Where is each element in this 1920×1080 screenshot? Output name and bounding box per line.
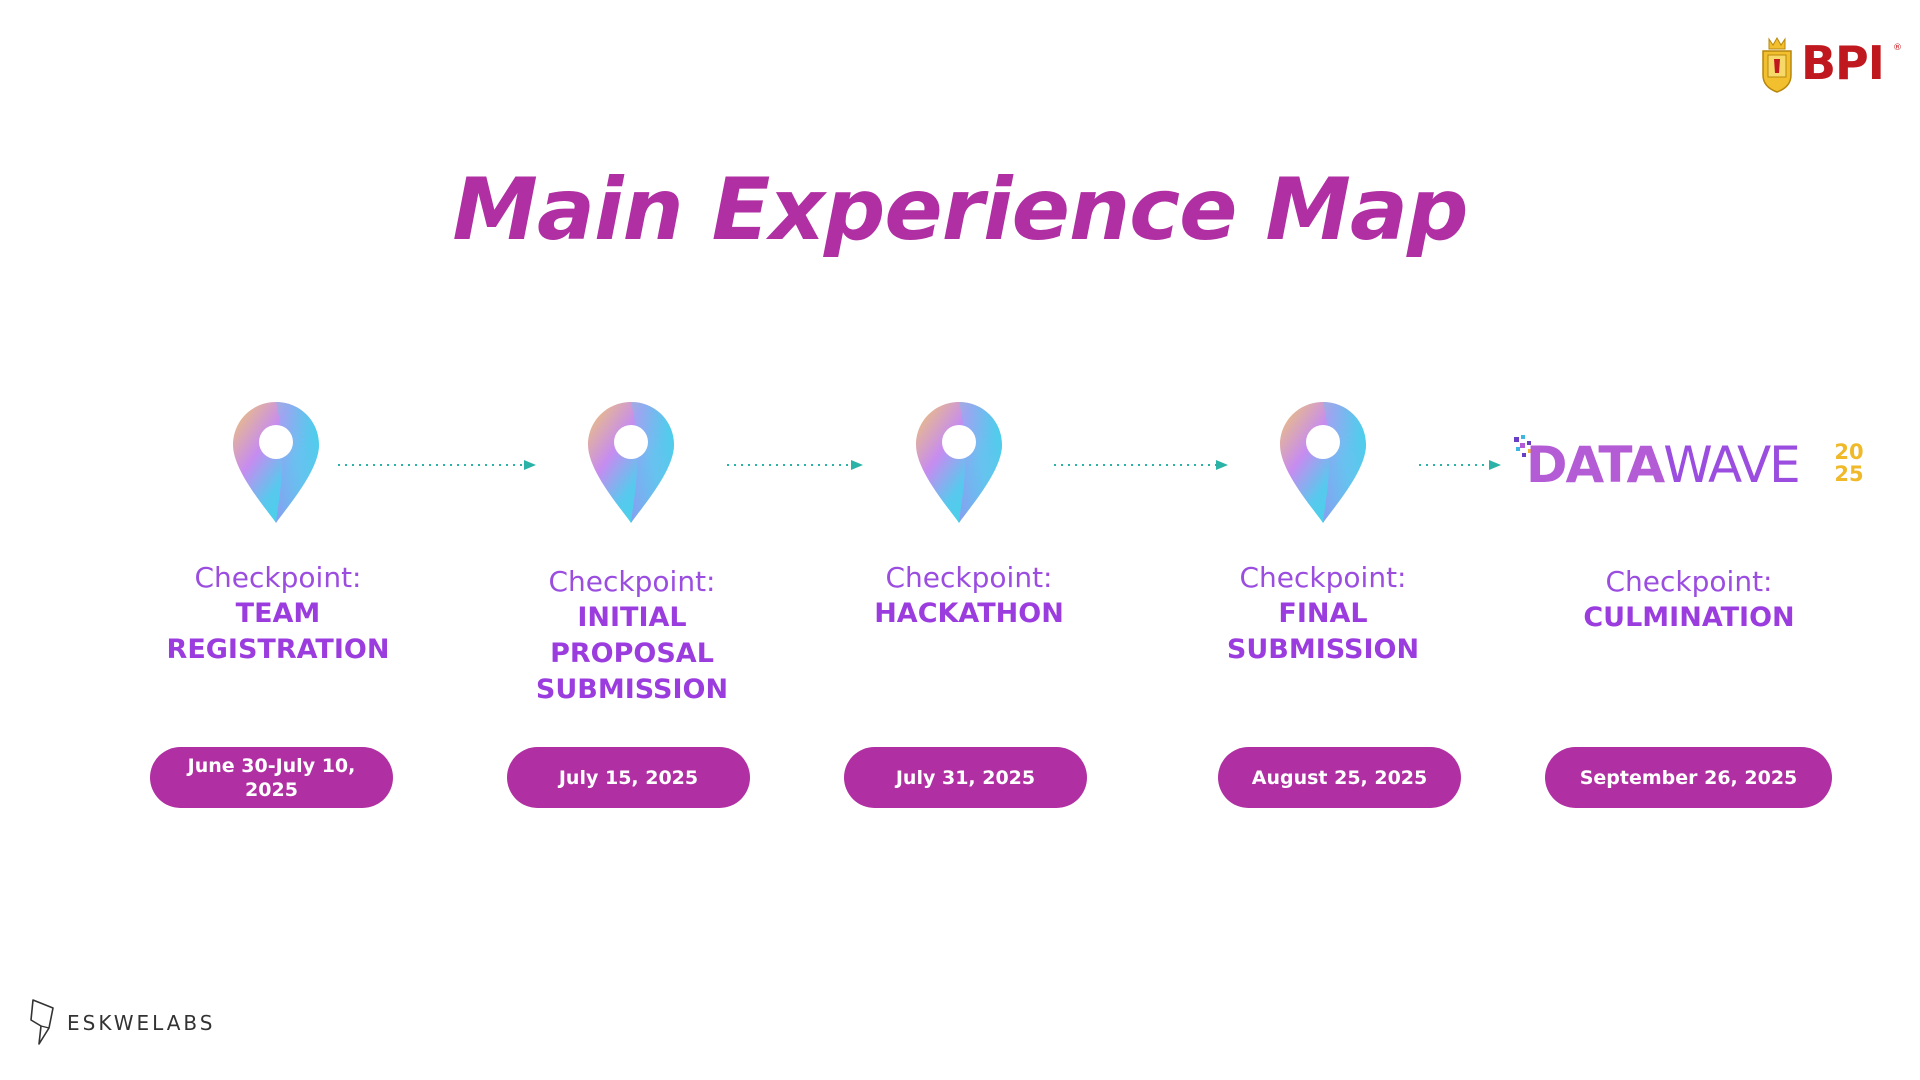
bpi-wordmark: BPI [1801, 36, 1885, 90]
pixel-dots-icon [1514, 435, 1532, 457]
map-pin-icon [588, 402, 674, 523]
checkpoint-culmination: Checkpoint: CULMINATION [1529, 564, 1849, 636]
date-badge: July 31, 2025 [844, 747, 1087, 808]
checkpoint-label: Checkpoint: [1605, 565, 1773, 598]
date-badge: September 26, 2025 [1545, 747, 1832, 808]
date-badge: July 15, 2025 [507, 747, 750, 808]
datawave-data-text: DATA [1526, 436, 1665, 494]
dotted-arrow-icon [1419, 460, 1501, 470]
datawave-year: 20 25 [1832, 441, 1866, 485]
checkpoint-name: HACKATHON [874, 598, 1064, 629]
checkpoint-name: CULMINATION [1583, 602, 1795, 633]
date-badge: August 25, 2025 [1218, 747, 1461, 808]
checkpoint-name: INITIAL PROPOSAL SUBMISSION [535, 602, 729, 705]
datawave-wave-text: WAVE [1663, 436, 1801, 494]
page-title: Main Experience Map [452, 160, 1468, 260]
checkpoint-team-registration: Checkpoint: TEAM REGISTRATION [118, 560, 438, 668]
bpi-logo: BPI ® [1757, 31, 1902, 93]
checkpoint-hackathon: Checkpoint: HACKATHON [809, 560, 1129, 632]
registered-mark: ® [1893, 43, 1902, 53]
checkpoint-label: Checkpoint: [885, 561, 1053, 594]
checkpoint-label: Checkpoint: [1239, 561, 1407, 594]
datawave-logo: DATAWAVE 20 25 [1514, 435, 1870, 495]
eskwelabs-wordmark: ESKWELABS [67, 1011, 216, 1035]
checkpoint-initial-proposal: Checkpoint: INITIAL PROPOSAL SUBMISSION [472, 564, 792, 708]
datawave-year-top: 20 [1834, 440, 1864, 464]
datawave-wordmark: DATAWAVE [1526, 436, 1801, 494]
date-badge: June 30-July 10, 2025 [150, 747, 393, 808]
checkpoint-label: Checkpoint: [194, 561, 362, 594]
datawave-year-bottom: 25 [1834, 462, 1864, 486]
map-pin-icon [233, 402, 319, 523]
eskwelabs-mark-icon [30, 999, 54, 1045]
map-pin-icon [916, 402, 1002, 523]
checkpoint-name: TEAM REGISTRATION [166, 598, 390, 665]
map-pin-icon [1280, 402, 1366, 523]
bpi-crest-icon [1762, 36, 1792, 93]
checkpoint-final-submission: Checkpoint: FINAL SUBMISSION [1163, 560, 1483, 668]
dotted-arrow-icon [727, 460, 863, 470]
checkpoint-label: Checkpoint: [548, 565, 716, 598]
dotted-arrow-icon [1054, 460, 1228, 470]
checkpoint-name: FINAL SUBMISSION [1226, 598, 1420, 665]
dotted-arrow-icon [338, 460, 536, 470]
eskwelabs-logo: ESKWELABS [29, 998, 229, 1048]
